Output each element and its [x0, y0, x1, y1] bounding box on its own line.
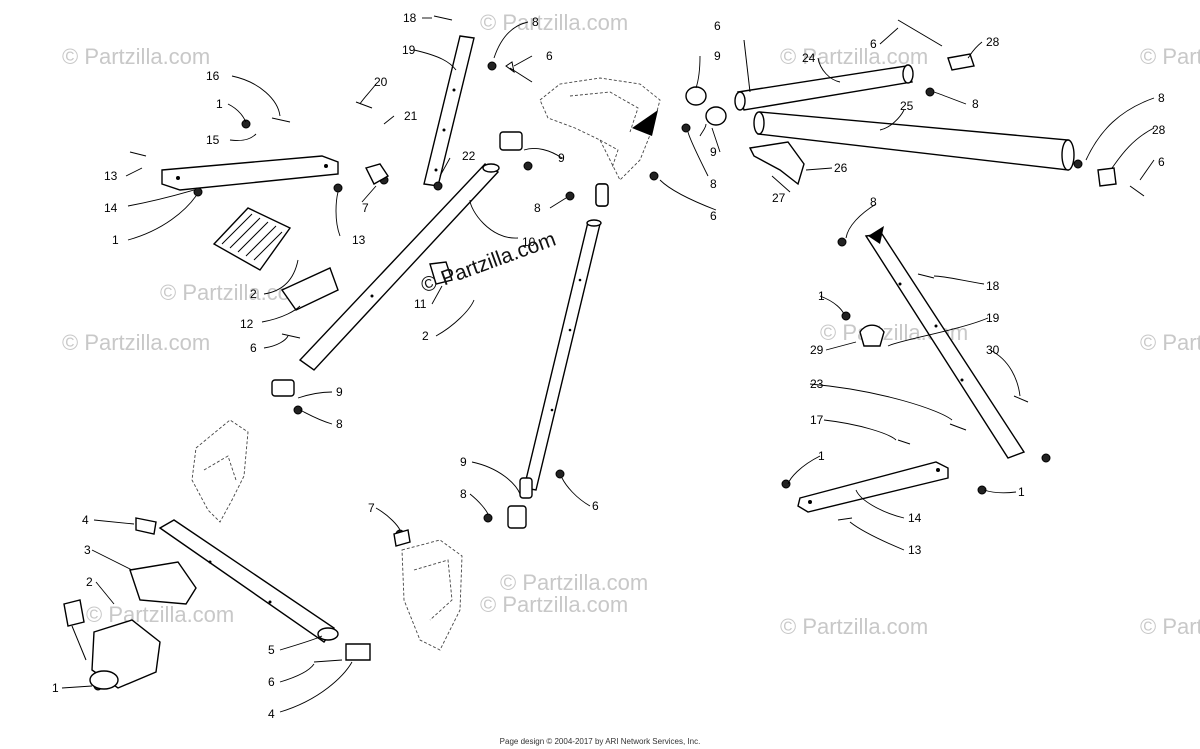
callout-label: 1: [52, 681, 59, 695]
callout-label: 18: [403, 11, 417, 25]
callout-label: 9: [460, 455, 467, 469]
watermark: © Partzilla.com: [780, 614, 928, 639]
callout-label: 24: [802, 51, 816, 65]
callout-label: 6: [592, 499, 599, 513]
callout-label: 10: [522, 235, 536, 249]
callout-label: 8: [870, 195, 877, 209]
callout-label: 9: [558, 151, 565, 165]
callout-label: 6: [268, 675, 275, 689]
callout-label: 27: [772, 191, 786, 205]
callout-label: 11: [414, 297, 427, 311]
watermark: © Partzilla.com: [62, 330, 210, 355]
callout-label: 25: [900, 99, 914, 113]
watermark-layer: © Partzilla.com © Partzilla.com © Partzi…: [62, 10, 1200, 639]
watermark: © Partzilla.com: [480, 10, 628, 35]
callout-label: 9: [336, 385, 343, 399]
callout-label: 7: [362, 201, 369, 215]
main-diagonal-tube: [298, 163, 500, 371]
phantom-frame-top: [539, 77, 661, 181]
tube-24: [734, 64, 914, 111]
watermark: © Partzilla.com: [1140, 330, 1200, 355]
callout-label: 2: [250, 287, 257, 301]
callout-label: 12: [240, 317, 254, 331]
callout-label: 13: [104, 169, 118, 183]
callout-label: 6: [714, 19, 721, 33]
callout-label: 19: [402, 43, 416, 57]
callout-label: 1: [216, 97, 223, 111]
callout-label: 13: [352, 233, 366, 247]
callout-label: 4: [82, 513, 89, 527]
callout-label: 6: [1158, 155, 1165, 169]
watermark: © Partzilla.com: [1140, 614, 1200, 639]
callout-label: 7: [368, 501, 375, 515]
callout-labels: 18 8 19 6 20 21 22 16 1 15 13 14 1 7 13 …: [52, 11, 1166, 721]
brace-right: [864, 226, 1026, 459]
callout-label: 13: [908, 543, 922, 557]
callout-label: 6: [870, 37, 877, 51]
tube-25: [753, 111, 1075, 171]
callout-label: 14: [104, 201, 118, 215]
callout-label: 5: [268, 643, 275, 657]
callout-label: 20: [374, 75, 388, 89]
callout-label: 8: [710, 177, 717, 191]
callout-label: 1: [818, 449, 825, 463]
callout-label: 2: [422, 329, 429, 343]
hardware-parts: [63, 15, 1145, 691]
callout-label: 28: [1152, 123, 1166, 137]
leader-lines: [61, 17, 1155, 713]
callout-label: 3: [84, 543, 91, 557]
watermark: © Partzilla.com: [480, 592, 628, 617]
callout-label: 23: [810, 377, 824, 391]
watermark: © Partzilla.com: [1140, 44, 1200, 69]
callout-label: 6: [250, 341, 257, 355]
watermark: © Partzilla.com: [86, 602, 234, 627]
callout-label: 18: [986, 279, 1000, 293]
callout-label: 22: [462, 149, 476, 163]
callout-label: 4: [268, 707, 275, 721]
callout-label: 1: [1018, 485, 1025, 499]
callout-label: 1: [818, 289, 825, 303]
callout-label: 14: [908, 511, 922, 525]
bracket-top-left: [161, 155, 339, 191]
callout-label: 30: [986, 343, 1000, 357]
callout-label: 28: [986, 35, 1000, 49]
bottom-tube: [158, 519, 339, 643]
callout-label: 8: [1158, 91, 1165, 105]
callout-label: 21: [404, 109, 418, 123]
callout-label: 19: [986, 311, 1000, 325]
callout-label: 15: [206, 133, 220, 147]
callout-label: 1: [112, 233, 119, 247]
callout-label: 9: [710, 145, 717, 159]
callout-label: 8: [972, 97, 979, 111]
watermark: © Partzilla.com: [780, 44, 928, 69]
copyright-footer: Page design © 2004-2017 by ARI Network S…: [499, 737, 701, 746]
callout-label: 8: [336, 417, 343, 431]
watermark: © Partzilla.com: [62, 44, 210, 69]
phantom-frame-left: [191, 419, 249, 523]
callout-label: 29: [810, 343, 824, 357]
bracket-right: [797, 461, 949, 513]
callout-label: 8: [532, 15, 539, 29]
callout-label: 17: [810, 413, 824, 427]
callout-label: 6: [710, 209, 717, 223]
watermark: © Partzilla.com: [500, 570, 648, 595]
phantom-frame-bottom: [401, 539, 463, 651]
callout-label: 8: [534, 201, 541, 215]
callout-label: 2: [86, 575, 93, 589]
callout-label: 9: [714, 49, 721, 63]
callout-label: 6: [546, 49, 553, 63]
callout-label: 26: [834, 161, 848, 175]
vertical-tube: [523, 219, 602, 491]
brace-top: [423, 35, 475, 187]
callout-label: 16: [206, 69, 220, 83]
callout-label: 8: [460, 487, 467, 501]
